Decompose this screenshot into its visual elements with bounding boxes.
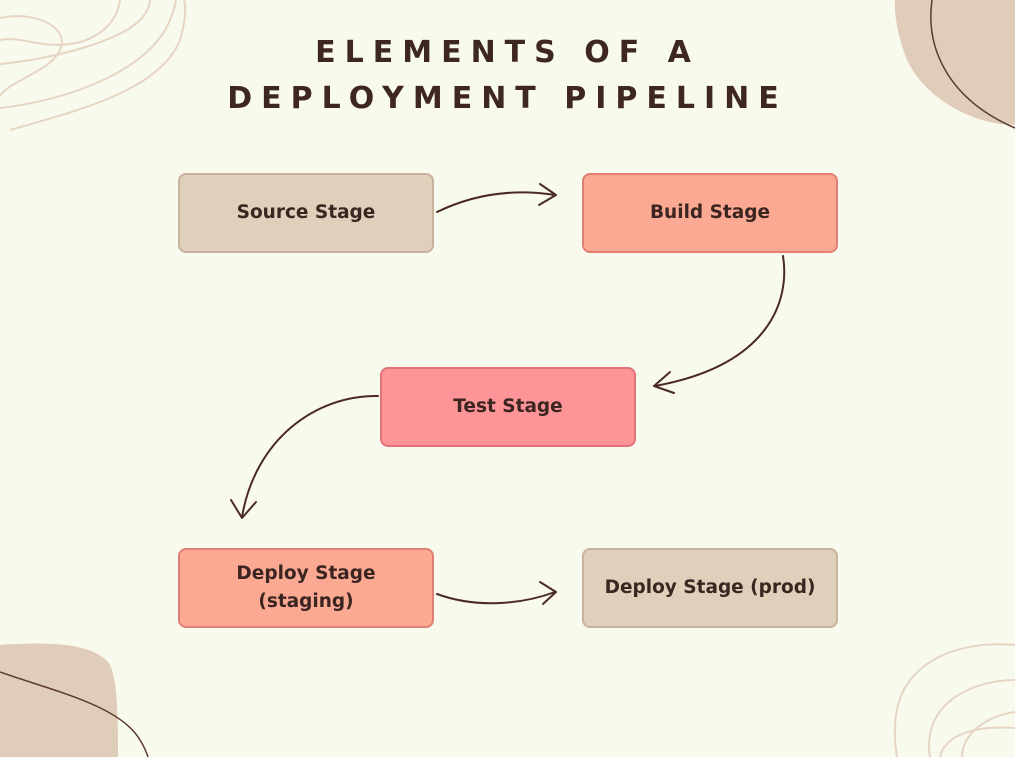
deploy-prod-stage-label: Deploy Stage (prod) — [604, 577, 816, 598]
title-line-2: DEPLOYMENT PIPELINE — [227, 81, 788, 116]
page-title: ELEMENTS OF A DEPLOYMENT PIPELINE — [0, 30, 1015, 122]
title-line-1: ELEMENTS OF A — [315, 35, 700, 70]
corner-blob-bottom-left — [0, 643, 118, 757]
test-stage-label: Test Stage — [453, 396, 563, 417]
build-stage-label: Build Stage — [649, 202, 771, 223]
source-stage-label: Source Stage — [236, 202, 376, 223]
source-stage-box: Source Stage — [178, 173, 434, 253]
build-stage-box: Build Stage — [582, 173, 838, 253]
deploy-staging-stage-box: Deploy Stage (staging) — [178, 548, 434, 628]
corner-blob-top-right — [894, 0, 1015, 125]
deploy-prod-stage-box: Deploy Stage (prod) — [582, 548, 838, 628]
deploy-staging-stage-label: Deploy Stage (staging) — [236, 563, 376, 612]
test-stage-box: Test Stage — [380, 367, 636, 447]
